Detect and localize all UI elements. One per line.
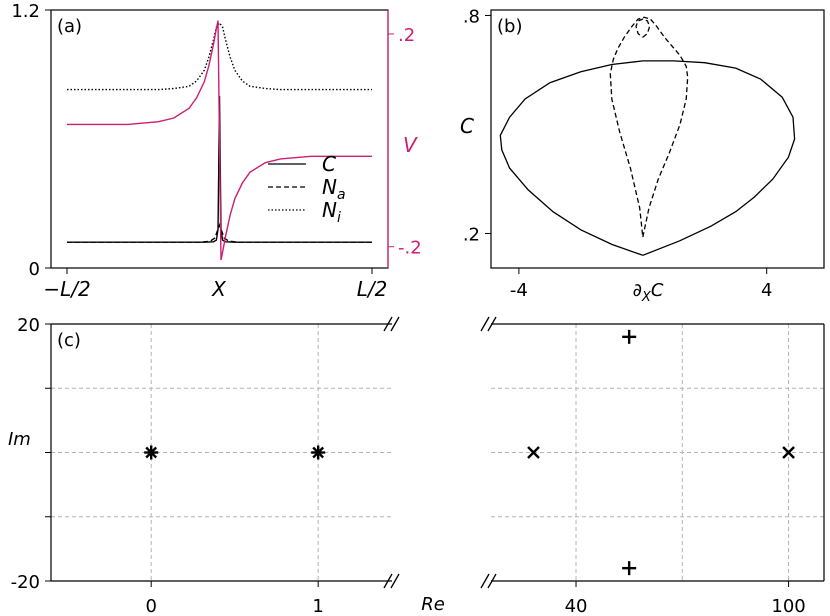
panel-c-xlabel: Re [421, 594, 445, 615]
legend-label-ni: Ni [322, 198, 341, 226]
phase-curve-0 [499, 60, 796, 256]
break-mark [390, 316, 400, 332]
break-mark [487, 573, 497, 589]
panel-c-y-ticks: -20 20 [11, 315, 51, 593]
panel-a-y-ticks-right: -.2 .2 [387, 10, 422, 268]
eigenvalue-point-asterisk [311, 445, 326, 460]
eigenvalue-point-x [527, 446, 540, 459]
series-na-line [67, 222, 372, 243]
eigenvalue-point-plus [622, 561, 637, 576]
break-mark [390, 573, 400, 589]
panel-a-xlabel: X [211, 277, 227, 301]
eigenvalue-point-plus [622, 329, 637, 344]
panel-c-ylabel: Im [8, 429, 31, 450]
marker-stroke [782, 446, 795, 459]
phase-curve-2 [635, 18, 651, 38]
y-tick-label: .2 [463, 224, 480, 245]
panel-b-curves [499, 16, 796, 256]
panel-a: (a) 01.2 -.2.2 V −L/2 L/2 X C Na Ni [11, 1, 421, 301]
x-tick-label: 100 [771, 596, 805, 616]
series-v-line [67, 20, 372, 261]
panel-a-label: (a) [57, 16, 82, 37]
y-tick-label: -20 [11, 572, 40, 593]
panel-b-label: (b) [497, 16, 522, 37]
y-tick-label: 1.2 [11, 1, 40, 22]
phase-curve-1 [609, 16, 689, 238]
marker-stroke [527, 446, 540, 459]
x-tick-label: 40 [565, 596, 588, 616]
break-mark [383, 573, 393, 589]
panel-b-ylabel: C [460, 114, 474, 138]
panel-c-points [144, 329, 795, 576]
panel-c-grid [51, 323, 824, 582]
legend-label-c: C [322, 152, 336, 176]
y-tick-right-label: .2 [398, 25, 415, 46]
legend-label-na: Na [322, 175, 346, 203]
panel-b-frame [490, 9, 825, 269]
y-tick-right-label: -.2 [398, 238, 422, 259]
x-tick-label: 4 [761, 280, 772, 301]
panel-a-curves [67, 20, 372, 261]
panel-b: (b) .2 .8 -4 4 C ∂XC [460, 6, 825, 305]
series-ni-line [67, 21, 372, 91]
x-tick-label: 0 [145, 596, 156, 616]
panel-a-xtick-label-right: L/2 [357, 277, 388, 301]
panel-b-y-ticks: .2 .8 [463, 6, 491, 245]
eigenvalue-point-x [782, 446, 795, 459]
break-mark [480, 573, 490, 589]
marker-stroke [312, 446, 325, 459]
x-tick-label: 1 [312, 596, 323, 616]
panel-a-legend: C Na Ni [268, 152, 346, 226]
panel-c-x-ticks: 0 1 40 100 [145, 581, 806, 616]
panel-a-xtick-label-left: −L/2 [43, 277, 90, 301]
break-mark [480, 316, 490, 332]
break-mark [383, 316, 393, 332]
panel-c-label: (c) [57, 330, 81, 351]
break-mark [487, 316, 497, 332]
y-tick-label: .8 [463, 6, 480, 27]
marker-stroke [145, 446, 158, 459]
panel-a-y-ticks: 01.2 [11, 1, 51, 280]
x-tick-label: -4 [510, 280, 528, 301]
y-tick-label: 20 [17, 315, 40, 336]
panel-a-ylabel-right: V [403, 133, 418, 157]
y-tick-label: 0 [29, 259, 40, 280]
axis-break-marks [383, 316, 497, 589]
eigenvalue-point-asterisk [144, 445, 159, 460]
panel-c: -20 20 0 1 40 100 (c) Im Re [8, 315, 825, 616]
panel-b-x-ticks: -4 4 [510, 268, 772, 301]
panel-b-xlabel: ∂XC [633, 280, 664, 305]
